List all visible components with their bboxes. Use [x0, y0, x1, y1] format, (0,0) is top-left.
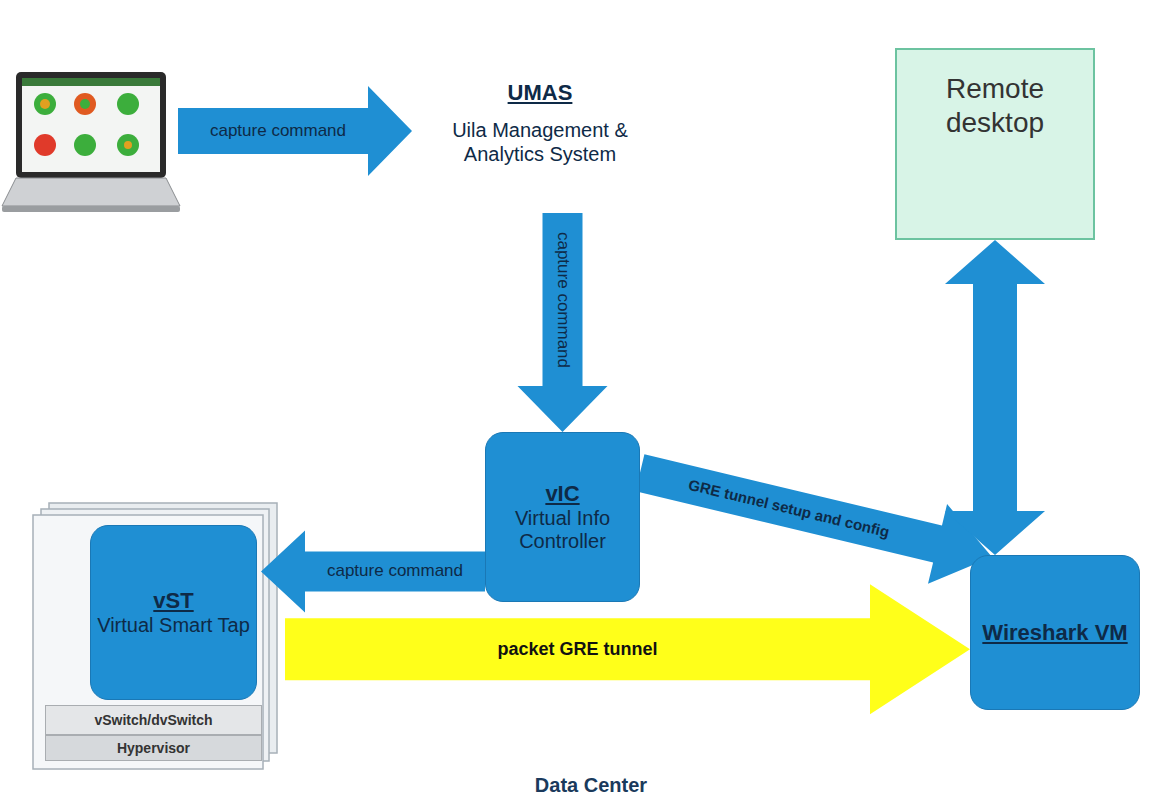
- node-title: UMAS: [508, 80, 573, 105]
- arrow-label-wrap: capture command: [210, 121, 346, 141]
- node-text: Uila Management & Analytics System: [415, 118, 665, 166]
- host-frame: [33, 515, 263, 769]
- arrow-label: capture command: [210, 121, 346, 141]
- node-text: Virtual Smart Tap: [97, 614, 250, 637]
- node-title: vSwitch/dvSwitch: [94, 712, 212, 728]
- vswitch-bar: vSwitch/dvSwitch: [45, 705, 262, 735]
- desktop-box: Remote desktop: [895, 48, 1095, 240]
- node-title: vST: [153, 588, 193, 613]
- block-arrow: [518, 213, 608, 432]
- block-arrow: [285, 584, 970, 714]
- cloud-shape: [365, 5, 715, 215]
- node-title: Data Center: [535, 774, 647, 797]
- node-title: Remote desktop: [907, 72, 1083, 139]
- edge-label: capture command: [553, 231, 573, 367]
- edge-label-wrap: capture command: [327, 561, 463, 581]
- hypervisor-bar: Hypervisor: [45, 735, 262, 761]
- edge-label: capture command: [327, 561, 463, 581]
- controller-box: vICVirtual Info Controller: [485, 432, 640, 602]
- block-arrow: [945, 240, 1045, 555]
- tap-box: vSTVirtual Smart Tap: [90, 525, 257, 700]
- edge-label: packet GRE tunnel: [497, 639, 657, 660]
- node-text: Virtual Info Controller: [492, 507, 633, 553]
- command-arrow: [178, 86, 412, 176]
- datacenter-region: Data Center vICVirtual Info Controller vST…: [22, 335, 1160, 805]
- block-arrow: [636, 454, 992, 584]
- block-arrow: [261, 530, 485, 612]
- node-title: Hypervisor: [117, 740, 190, 756]
- edge-label-wrap: packet GRE tunnel: [497, 639, 657, 660]
- node-title: vIC: [545, 481, 579, 506]
- wireshark-box: Wireshark VM: [970, 555, 1140, 710]
- node-title: Wireshark VM: [982, 620, 1127, 645]
- laptop-icon: [2, 72, 180, 212]
- edge-label-wrap: capture command: [553, 231, 573, 367]
- cloud-node: UMAS Uila Management & Analytics System: [365, 5, 715, 215]
